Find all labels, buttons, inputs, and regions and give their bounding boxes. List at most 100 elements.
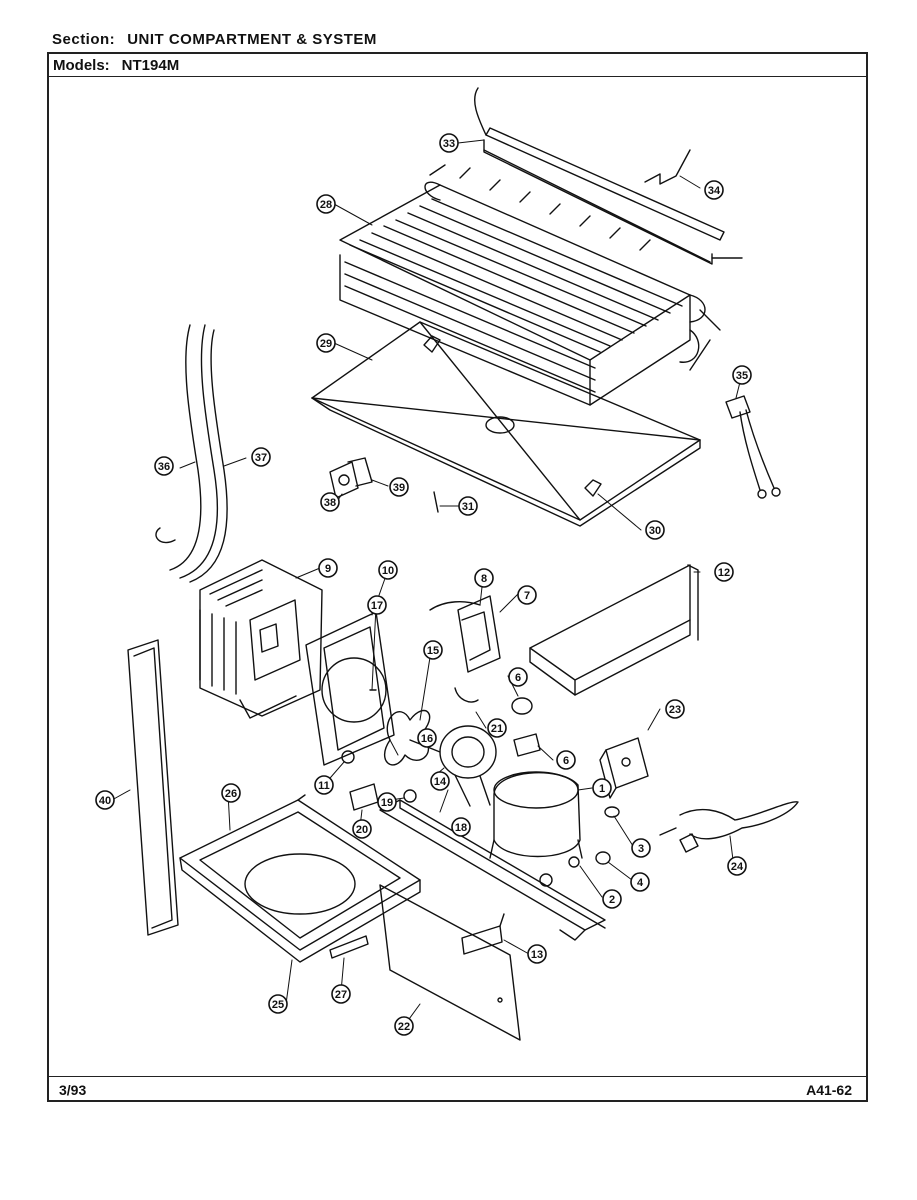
callout-11: 11 — [314, 775, 334, 795]
defrost-terminal — [725, 395, 781, 499]
callout-40: 40 — [95, 790, 115, 810]
access-bracket — [461, 913, 505, 955]
footer-page-code: A41-62 — [806, 1082, 852, 1098]
front-cover-panel — [379, 884, 521, 1041]
callout-number: 10 — [382, 565, 394, 577]
callout-10: 10 — [378, 560, 398, 580]
callout-number: 37 — [255, 452, 267, 464]
callout-2: 2 — [602, 889, 622, 909]
callout-20: 20 — [352, 819, 372, 839]
callout-number: 28 — [320, 199, 332, 211]
callout-23: 23 — [665, 699, 685, 719]
callout-number: 6 — [563, 755, 569, 767]
condenser-coil — [339, 164, 721, 406]
leader-lines — [111, 139, 741, 1027]
callout-4: 4 — [630, 872, 650, 892]
callout-12: 12 — [714, 562, 734, 582]
callout-30: 30 — [645, 520, 665, 540]
callout-number: 40 — [99, 795, 111, 807]
callout-number: 19 — [381, 797, 393, 809]
fan-shroud — [305, 611, 395, 766]
switch-parts — [454, 687, 541, 757]
callout-7: 7 — [517, 585, 537, 605]
callout-number: 9 — [325, 563, 331, 575]
callout-number: 33 — [443, 138, 455, 150]
back-cover-plate — [529, 564, 699, 696]
side-panel — [127, 639, 179, 936]
callout-24: 24 — [727, 856, 747, 876]
callout-number: 22 — [398, 1021, 410, 1033]
callout-number: 29 — [320, 338, 332, 350]
callout-17: 17 — [367, 595, 387, 615]
callout-25: 25 — [268, 994, 288, 1014]
callout-number: 11 — [318, 780, 330, 792]
callout-21: 21 — [487, 718, 507, 738]
callout-number: 23 — [669, 704, 681, 716]
drain-pan — [311, 321, 701, 527]
callout-number: 3 — [638, 843, 644, 855]
callout-number: 34 — [708, 185, 721, 197]
callout-38: 38 — [320, 492, 340, 512]
callout-number: 27 — [335, 989, 347, 1001]
callout-26: 26 — [221, 783, 241, 803]
lamp-assembly — [474, 87, 743, 265]
callout-18: 18 — [451, 817, 471, 837]
callout-number: 36 — [158, 461, 170, 473]
callout-8: 8 — [474, 568, 494, 588]
callout-16: 16 — [417, 728, 437, 748]
callout-number: 21 — [491, 723, 503, 735]
callout-35: 35 — [732, 365, 752, 385]
callout-number: 4 — [637, 877, 644, 889]
callout-13: 13 — [527, 944, 547, 964]
callout-number: 6 — [515, 672, 521, 684]
callout-number: 35 — [736, 370, 748, 382]
callout-number: 25 — [272, 999, 284, 1011]
power-cord — [659, 801, 799, 853]
callout-number: 39 — [393, 482, 405, 494]
callout-number: 18 — [455, 822, 467, 834]
header-divider — [49, 76, 866, 77]
footer-divider — [49, 1076, 866, 1077]
callout-6: 6 — [508, 667, 528, 687]
callout-3: 3 — [631, 838, 651, 858]
callout-34: 34 — [704, 180, 724, 200]
heater-tubes — [155, 324, 228, 583]
callout-9: 9 — [318, 558, 338, 578]
relay-bracket — [429, 595, 501, 673]
section-label: Section: — [52, 31, 116, 48]
callout-number: 12 — [718, 567, 730, 579]
compressor-rail — [379, 799, 606, 941]
callout-31: 31 — [458, 496, 478, 516]
callout-number: 2 — [609, 894, 615, 906]
fan-motor — [383, 709, 497, 807]
callout-number: 8 — [481, 573, 487, 585]
callout-22: 22 — [394, 1016, 414, 1036]
callout-number: 16 — [421, 733, 433, 745]
callout-number: 31 — [462, 501, 474, 513]
section-value: UNIT COMPARTMENT & SYSTEM — [127, 31, 377, 48]
callout-15: 15 — [423, 640, 443, 660]
callout-number: 24 — [731, 861, 744, 873]
callout-number: 14 — [434, 776, 447, 788]
callout-number: 38 — [324, 497, 336, 509]
section-heading: Section: UNIT COMPARTMENT & SYSTEM — [52, 31, 377, 48]
base-pan — [179, 794, 421, 963]
callout-39: 39 — [389, 477, 409, 497]
callout-6: 6 — [556, 750, 576, 770]
callout-number: 17 — [371, 600, 383, 612]
callout-19: 19 — [377, 792, 397, 812]
callout-number: 15 — [427, 645, 439, 657]
callout-36: 36 — [154, 456, 174, 476]
callout-1: 1 — [592, 778, 612, 798]
drain-bracket — [329, 457, 439, 513]
callout-33: 33 — [439, 133, 459, 153]
base-clip — [329, 935, 369, 959]
fan-shroud-coil — [199, 559, 323, 719]
callout-number: 30 — [649, 525, 661, 537]
callout-number: 1 — [599, 783, 605, 795]
callout-27: 27 — [331, 984, 351, 1004]
callout-28: 28 — [316, 194, 336, 214]
callout-number: 20 — [356, 824, 368, 836]
